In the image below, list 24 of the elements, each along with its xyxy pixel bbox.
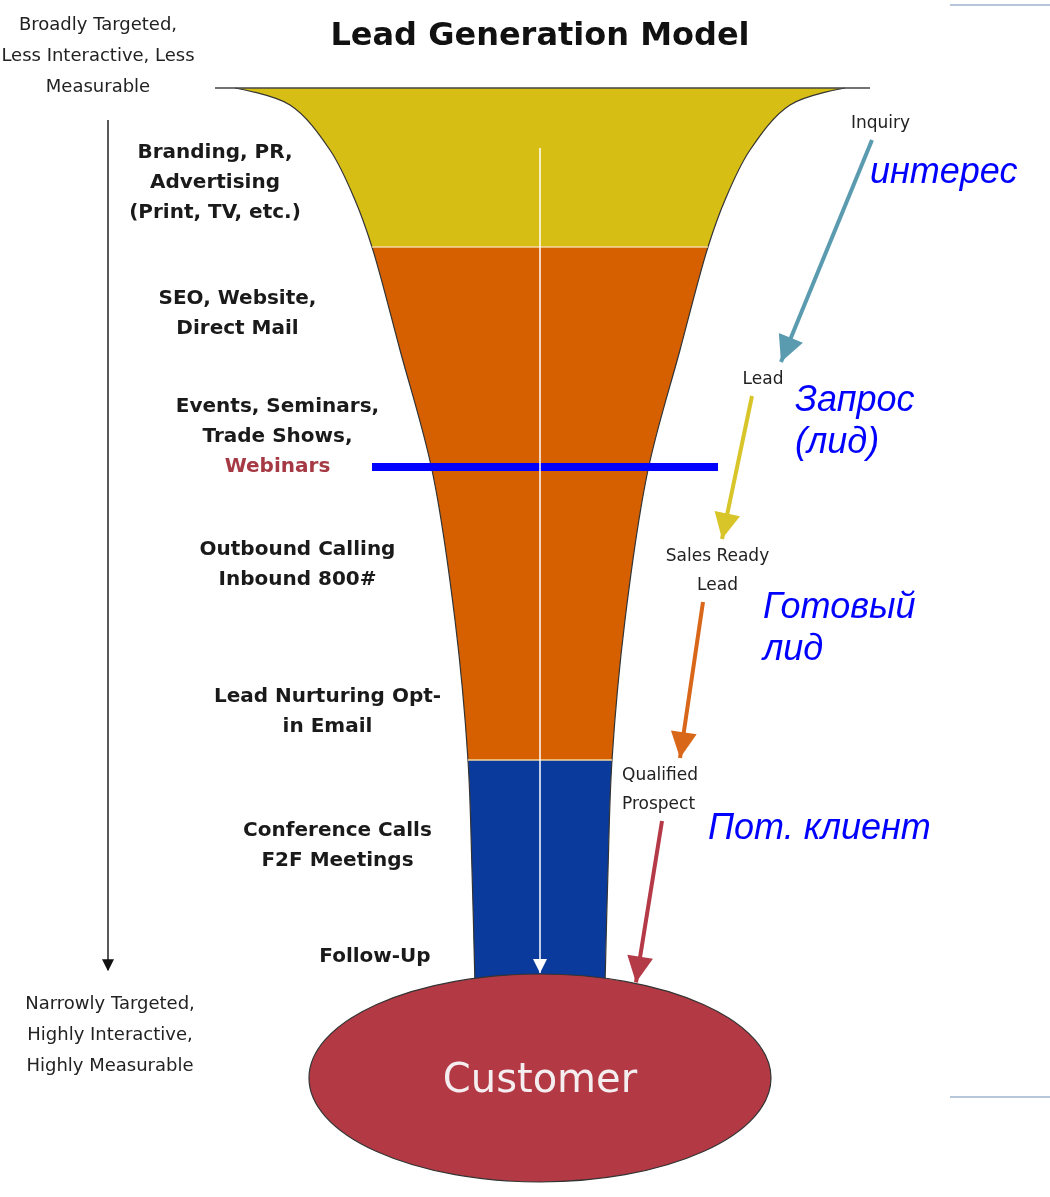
scale-label: Broadly Targeted, Less Interactive, Less Measurable: [0, 12, 196, 98]
arrow: [627, 820, 664, 983]
arrow: [670, 601, 705, 759]
channel-label: Lead Nurturing Opt-in Email: [212, 682, 443, 739]
annotation-text: Запрос (лид): [795, 378, 916, 462]
arrow: [714, 395, 754, 540]
stage-label: Inquiry: [838, 108, 923, 137]
channel-label: SEO, Website, Direct Mail: [157, 284, 318, 341]
stage-label: Lead: [735, 364, 791, 393]
annotation-text: Пот. клиент: [708, 806, 932, 848]
channel-label: Outbound Calling Inbound 800#: [198, 535, 397, 592]
title: Lead Generation Model: [329, 14, 751, 54]
channel-label: Webinars: [223, 452, 332, 479]
channel-label: Events, Seminars, Trade Shows,: [174, 392, 381, 449]
channel-label: Conference Calls F2F Meetings: [242, 816, 433, 873]
channel-label: Branding, PR, Advertising (Print, TV, etc.): [128, 138, 302, 225]
arrow: [533, 147, 547, 974]
annotation-text: интерес: [870, 150, 1019, 192]
arrow: [778, 139, 874, 363]
scale-label: Narrowly Targeted, Highly Interactive, Highly Measurable: [24, 991, 196, 1077]
annotation-text: Готовый лид: [763, 585, 917, 669]
node-label: Customer: [441, 1054, 639, 1103]
customer-ellipse: [308, 973, 772, 1183]
channel-label: Follow-Up: [318, 942, 432, 969]
